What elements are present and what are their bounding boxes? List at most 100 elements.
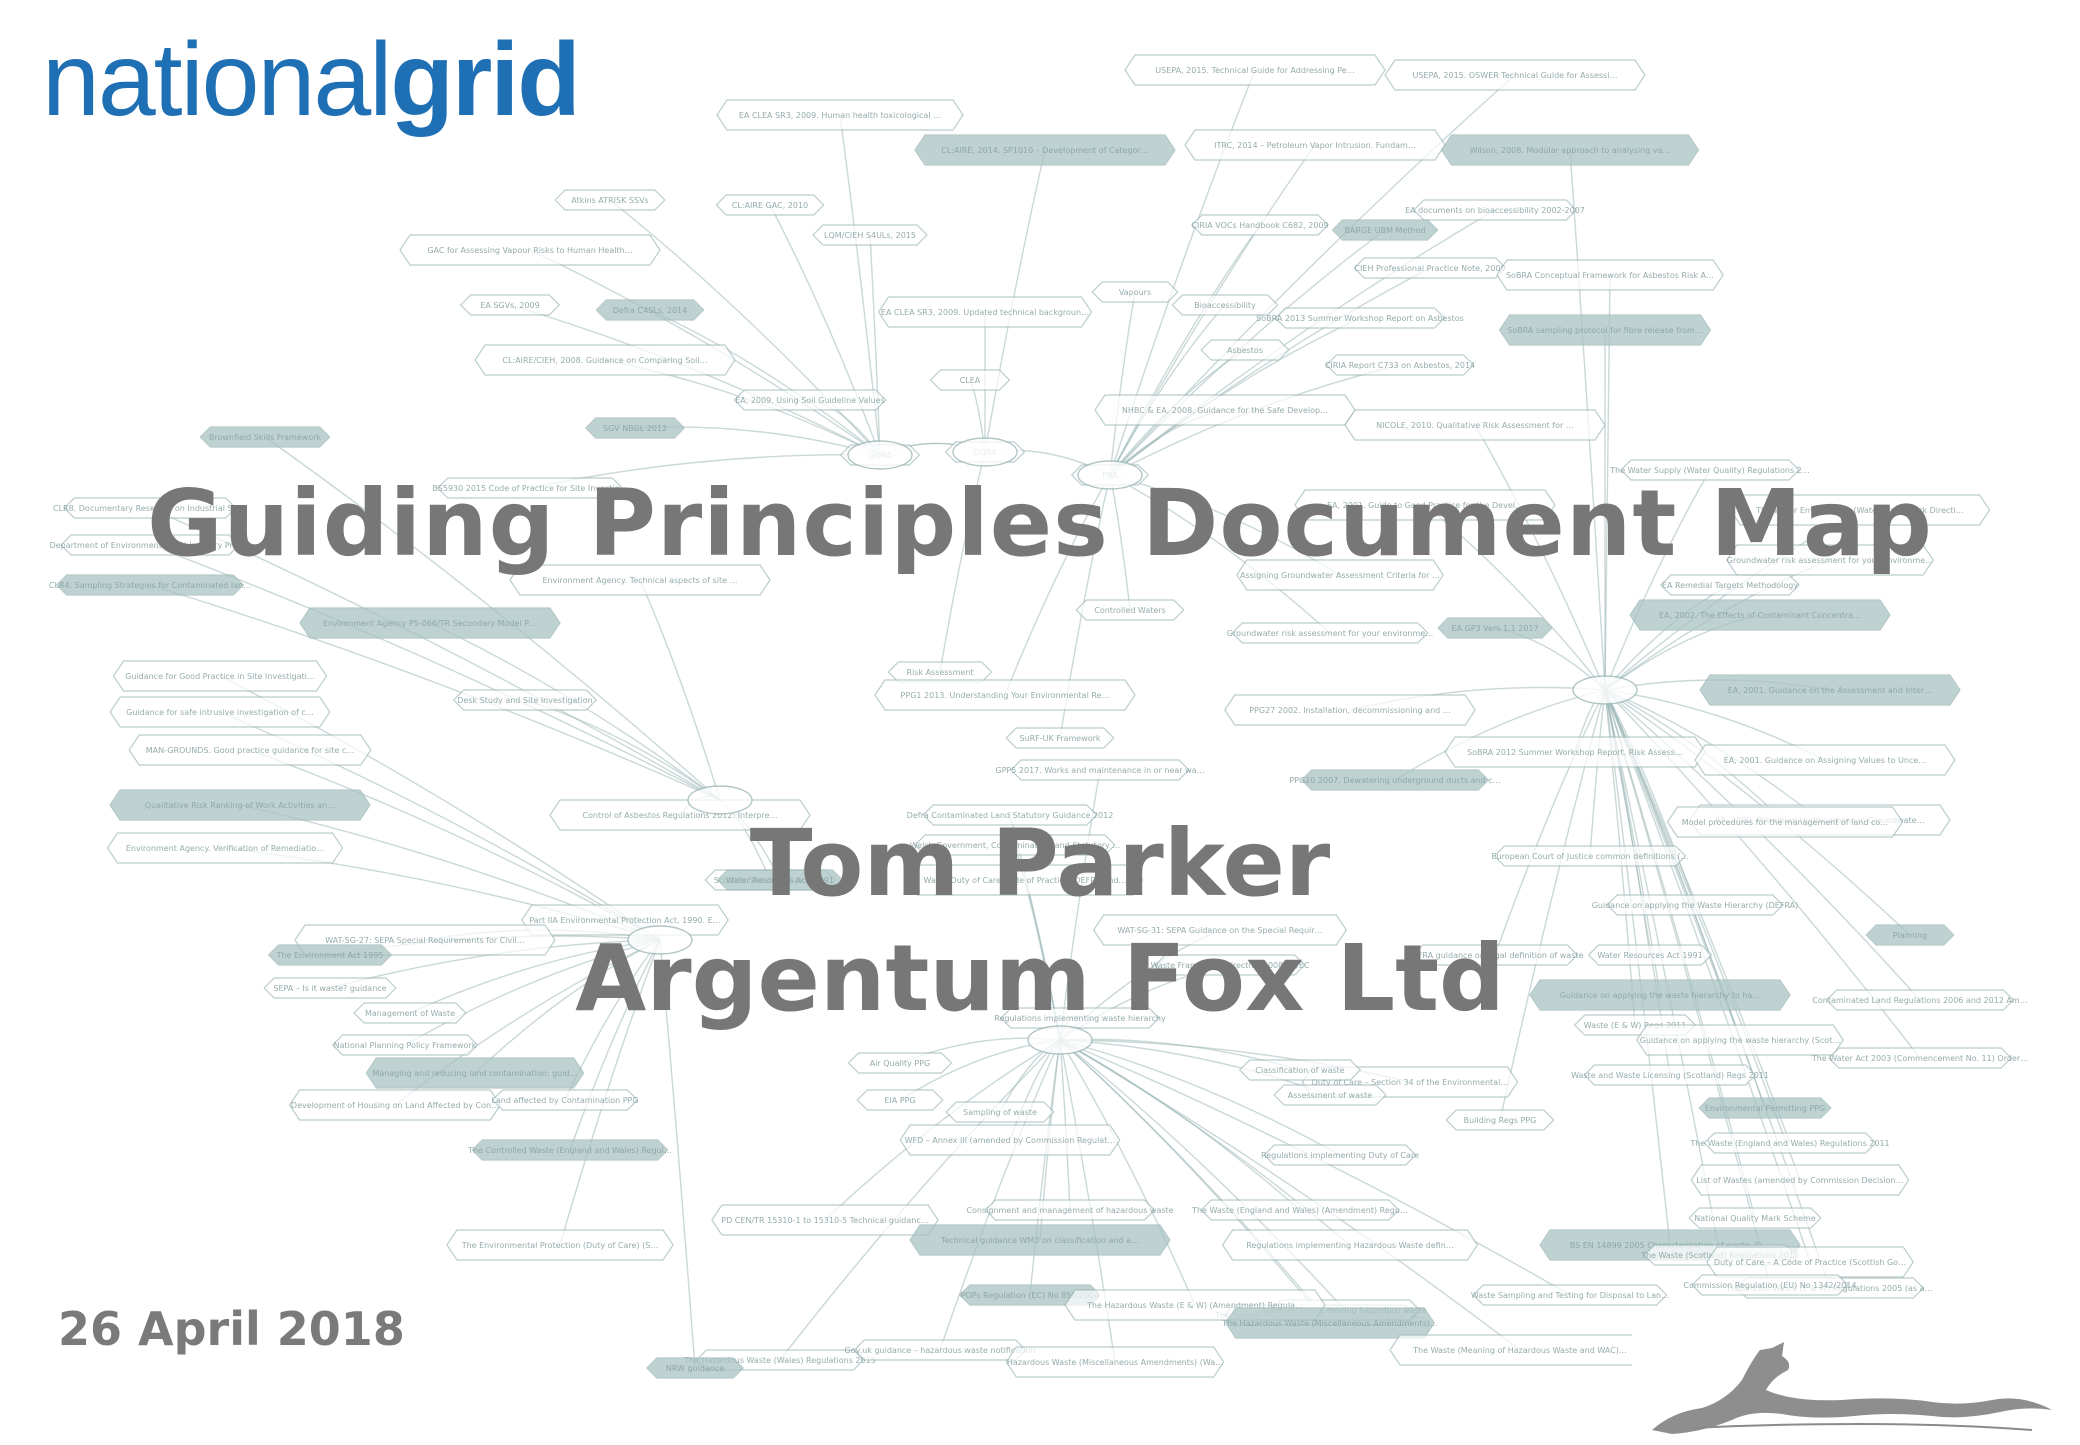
- map-node-shape: [929, 369, 1011, 391]
- map-node: Assessment of waste: [1273, 1084, 1387, 1106]
- map-node: PD CEN/TR 15310-1 to 15310-5 Technical g…: [711, 1204, 939, 1236]
- map-node-label: Water Resources Act 1991: [1597, 951, 1702, 960]
- map-node-label: The Water Environment (Water Framework D…: [1755, 506, 1964, 515]
- map-node-shape: [914, 834, 1116, 856]
- map-node-shape: [899, 1124, 1121, 1156]
- map-node-label: Atkins ATRISK SSVs: [571, 196, 648, 205]
- map-connector: [529, 249, 881, 456]
- map-node-label: DEFRA guidance on legal definition of wa…: [1407, 951, 1584, 960]
- map-node-label: Assessment of waste: [1288, 1091, 1373, 1100]
- map-node-shape: [1698, 1097, 1832, 1119]
- map-node: Desk Study and Site Investigation: [452, 689, 598, 711]
- map-node-label: NICOLE, 2010. Qualitative Risk Assessmen…: [1376, 421, 1574, 430]
- map-node: Brownfield Skills Framework: [199, 426, 331, 448]
- map-node-shape: [716, 869, 844, 891]
- map-node: Land affected by Contamination PPG: [491, 1089, 639, 1111]
- map-connector: [1604, 689, 1771, 1286]
- map-node: Management of Waste: [353, 1002, 467, 1024]
- map-node: CL:AIRE/CIEH, 2008. Guidance on Comparin…: [474, 344, 736, 376]
- map-node-label: Planning: [1893, 931, 1927, 940]
- map-node-shape: [106, 832, 344, 864]
- map-nodes: USEPA, 2015. Technical Guide for Address…: [49, 54, 2028, 1379]
- map-node-label: Hazardous Waste (Miscellaneous Amendment…: [1007, 1358, 1223, 1367]
- map-node-shape: [1493, 845, 1687, 867]
- map-node-label: Qualitative Risk Ranking of Work Activit…: [145, 801, 335, 810]
- map-node-label: Department of Environment (DoE) Industry…: [50, 541, 251, 550]
- map-connector: [939, 451, 986, 673]
- map-node-shape: [509, 564, 771, 596]
- map-node-label: Guidance for Good Practice in Site Inves…: [125, 672, 315, 681]
- map-node-shape: [399, 234, 661, 266]
- map-node-shape: [645, 1357, 745, 1379]
- map-node: The Water Environment (Water Framework D…: [1729, 494, 1991, 526]
- map-connector: [1059, 1039, 1341, 1156]
- map-node: Technical guidance WM3 on classification…: [909, 1224, 1171, 1256]
- map-node-label: Regulations implementing waste hierarchy: [994, 1014, 1166, 1023]
- map-node-label: WAT-SG-31: SEPA Guidance on the Special …: [1117, 926, 1322, 935]
- map-node-shape: [1828, 1047, 2012, 1069]
- map-node-label: The Environmental Protection (Duty of Ca…: [461, 1241, 659, 1250]
- map-node: Guidance on applying the waste hierarchy…: [1529, 979, 1791, 1011]
- map-node-label: PD CEN/TR 15310-1 to 15310-5 Technical g…: [721, 1216, 928, 1225]
- map-node: The Environmental Protection (Duty of Ca…: [446, 1229, 674, 1261]
- map-connector: [409, 939, 661, 1014]
- map-node-label: WFD – Annex III (amended by Commission R…: [905, 1136, 1116, 1145]
- map-node-label: EA CLEA SR3, 2009. Human health toxicolo…: [739, 111, 941, 120]
- map-node-shape: [1606, 894, 1784, 916]
- map-node: Consignment and management of hazardous …: [966, 1199, 1174, 1221]
- map-node: Defra Contaminated Land Statutory Guidan…: [907, 804, 1113, 826]
- map-hub: [1027, 1025, 1093, 1055]
- map-node-shape: [128, 734, 372, 766]
- map-node-shape: [1445, 1109, 1555, 1131]
- map-node-label: Commission Regulation (EU) No 1342/2014: [1683, 1281, 1856, 1290]
- map-node: USEPA, 2015. Technical Guide for Address…: [1124, 54, 1386, 86]
- map-node-shape: [847, 1052, 953, 1074]
- map-node-shape: [1411, 944, 1579, 966]
- map-node-shape: [1412, 199, 1578, 221]
- map-node-shape: [365, 1057, 585, 1089]
- map-node-shape: [1091, 281, 1179, 303]
- map-node-shape: [1092, 914, 1348, 946]
- map-node: Vapours: [1091, 281, 1179, 303]
- map-node-shape: [112, 660, 328, 692]
- map-node: EIA PPG: [856, 1089, 944, 1111]
- map-node-label: NHBC & EA, 2008. Guidance for the Safe D…: [1122, 406, 1328, 415]
- map-node-shape: [1666, 806, 1904, 838]
- map-node-label: Environmental Permitting PPG: [1705, 1104, 1825, 1113]
- map-node-label: Development of Housing on Land Affected …: [291, 1101, 499, 1110]
- map-node-shape: [1688, 1207, 1822, 1229]
- map-node-shape: [353, 1002, 467, 1024]
- map-node-shape: [1154, 954, 1306, 976]
- map-node-label: SoBRA 2013 Summer Workshop Report on Asb…: [1256, 314, 1464, 323]
- map-node: Gov.uk guidance – hazardous waste notifi…: [844, 1339, 1036, 1361]
- map-node: Welsh Government, Contaminated Land Stat…: [910, 834, 1121, 856]
- map-node-label: Guidance on applying the waste hierarchy…: [1640, 1036, 1841, 1045]
- map-connector: [1109, 474, 1331, 634]
- map-connector: [1059, 1039, 1196, 1306]
- map-connector: [559, 939, 661, 1246]
- map-node-label: Sampling of waste: [963, 1108, 1037, 1117]
- map-node: CL:AIRE, 2014. SP1010 – Development of C…: [914, 134, 1176, 166]
- map-node-label: List of Wastes (amended by Commission De…: [1696, 1176, 1903, 1185]
- map-node-label: LQM/CIEH S4ULs, 2015: [824, 231, 916, 240]
- map-node: Contaminated Land Regulations 2006 and 2…: [1812, 989, 2028, 1011]
- map-node-shape: [595, 299, 705, 321]
- map-node-shape: [1620, 459, 1800, 481]
- map-node-shape: [1273, 1084, 1387, 1106]
- map-connector: [779, 1039, 1061, 1361]
- map-hub: [687, 785, 753, 815]
- map-node: WAT-SG-31: SEPA Guidance on the Special …: [1092, 914, 1348, 946]
- map-node-label: Welsh Government, Contaminated Land Stat…: [910, 841, 1121, 850]
- map-node-label: The Waste (England and Wales) Regulation…: [1689, 1139, 1889, 1148]
- map-node-label: Environment Agency. Verification of Reme…: [126, 844, 324, 853]
- map-node: SEPA – Is it waste? guidance: [263, 977, 397, 999]
- map-node-shape: [1010, 759, 1190, 781]
- map-connector: [769, 204, 881, 456]
- map-node: The Controlled Waste (England and Wales)…: [467, 1139, 672, 1161]
- map-connector: [1604, 689, 1911, 936]
- map-node-shape: [1691, 1274, 1849, 1296]
- map-node-shape: [1184, 129, 1446, 161]
- map-connector: [1059, 1039, 1321, 1316]
- map-node-shape: [1498, 314, 1712, 346]
- map-node-label: Controlled Waters: [1094, 606, 1166, 615]
